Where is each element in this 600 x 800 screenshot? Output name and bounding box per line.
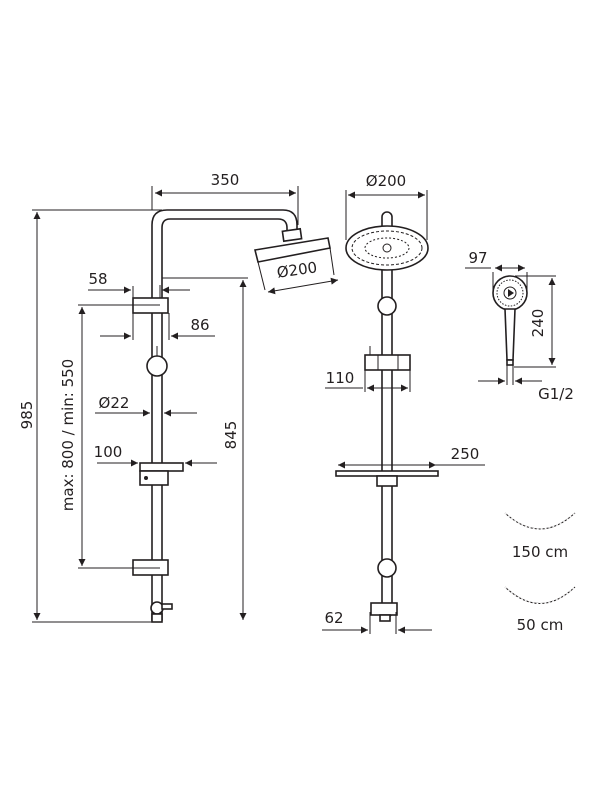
dim-250: 250 (451, 445, 480, 463)
rain-shower-head (254, 227, 335, 291)
handshower-holder (364, 346, 411, 371)
dim-100: 100 (94, 443, 123, 461)
riser-pipe (151, 209, 298, 621)
hose-50-label: 50 cm (517, 616, 564, 634)
side-view: Ø200 110 250 62 (322, 172, 485, 634)
dim-pipe-diameter: Ø22 (99, 394, 130, 412)
shelf (335, 470, 439, 487)
dim-97: 97 (468, 249, 487, 267)
hose-150: 150 cm (504, 512, 576, 561)
dim-head-diameter-side: Ø200 (366, 172, 406, 190)
rain-shower-head-top (345, 225, 429, 271)
dim-head-diameter-front: Ø200 (276, 258, 319, 281)
hose-50: 50 cm (504, 586, 576, 634)
dim-86: 86 (190, 316, 209, 334)
hand-shower: 97 240 G1/2 (465, 249, 574, 403)
dim-350: 350 (211, 171, 240, 189)
side-diverter (370, 602, 398, 622)
dim-985: 985 (18, 401, 36, 430)
dim-62: 62 (324, 609, 343, 627)
dim-240: 240 (529, 309, 547, 338)
soap-dish (139, 462, 184, 486)
dim-bracket-range: max: 800 / min: 550 (59, 359, 77, 511)
front-view: 350 Ø200 985 max: 800 / min: 550 845 58 … (18, 171, 339, 623)
dim-58: 58 (88, 270, 107, 288)
side-knob-lower (377, 558, 397, 578)
bottom-diverter (150, 601, 173, 623)
dim-110: 110 (326, 369, 355, 387)
side-riser-pipe (381, 211, 393, 618)
slider-knob (146, 355, 168, 377)
dim-845: 845 (222, 421, 240, 450)
hose-150-label: 150 cm (512, 543, 568, 561)
dim-thread: G1/2 (538, 385, 574, 403)
side-knob-upper (377, 296, 397, 316)
play-button-icon (508, 289, 514, 297)
